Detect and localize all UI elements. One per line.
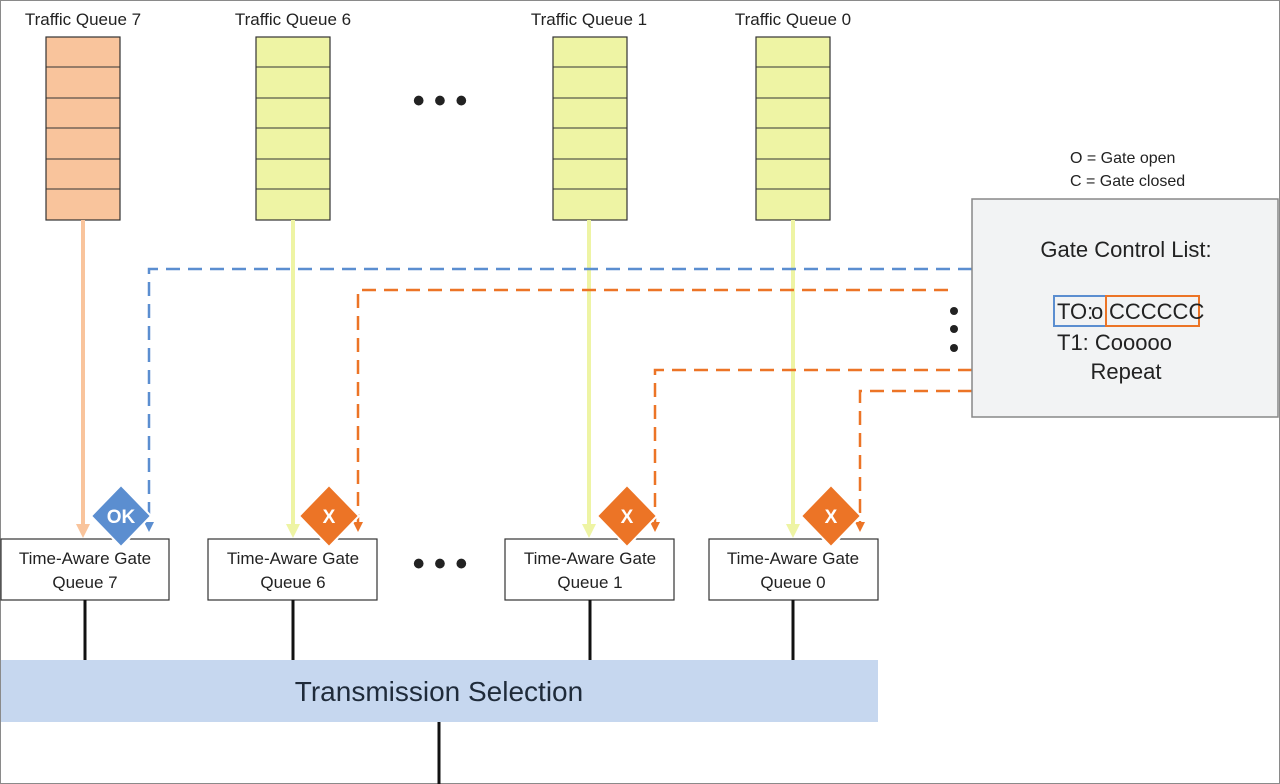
queue-0-flow-arrow [786,220,800,538]
gcl-t0-open: o [1091,299,1103,324]
gate-queue-6-badge-text: X [323,507,336,528]
gate-queue-6-closed-badge: X [297,483,361,549]
gate-ellipsis: • • • [413,545,468,583]
queue-0-buffer [755,36,831,221]
gate-queue-7-ok-badge: OK [89,483,153,549]
gate-queue-7-badge-text: OK [107,507,136,528]
gate-queue-0-line2: Queue 0 [760,573,825,592]
gcl-t0-closed: CCCCCC [1109,299,1204,324]
control-list-ellipsis [950,307,958,352]
queue-6-buffer [255,36,331,221]
gate-queue-6-line1: Time-Aware Gate [227,549,359,568]
control-line-queue-6 [353,288,948,532]
queue-0-title: Traffic Queue 0 [735,10,851,29]
transmission-selection-label: Transmission Selection [295,676,583,707]
legend-closed: C = Gate closed [1070,173,1185,190]
queue-1-title: Traffic Queue 1 [531,10,647,29]
gate-queue-1-badge-text: X [621,507,634,528]
gate-queue-0-line1: Time-Aware Gate [727,549,859,568]
gate-queue-7-line1: Time-Aware Gate [19,549,151,568]
queue-6-title: Traffic Queue 6 [235,10,351,29]
gate-queue-6: Time-Aware Gate Queue 6 [207,538,378,601]
gate-connectors [83,600,795,660]
gate-queue-7: Time-Aware Gate Queue 7 [0,538,170,601]
queue-ellipsis: • • • [413,82,468,120]
gcl-t1: T1: Cooooo [1057,330,1172,355]
control-line-queue-7 [144,267,972,532]
gcl-repeat: Repeat [1091,359,1162,384]
queue-1-buffer [552,36,628,221]
queue-7-flow-arrow [76,220,90,538]
gate-queue-0-badge-text: X [825,507,838,528]
gate-queue-1-line2: Queue 1 [557,573,622,592]
queue-7-title: Traffic Queue 7 [25,10,141,29]
gate-control-list: Gate Control List: TO: o CCCCCC T1: Cooo… [971,198,1279,418]
gcl-t0-prefix: TO: [1057,299,1093,324]
gate-queue-1: Time-Aware Gate Queue 1 [504,538,675,601]
control-line-queue-1 [650,368,972,532]
transmission-selection: Transmission Selection [1,660,878,722]
gate-queue-1-closed-badge: X [595,483,659,549]
gate-queue-7-line2: Queue 7 [52,573,117,592]
queue-6-flow-arrow [286,220,300,538]
gate-control-list-title: Gate Control List: [1040,237,1211,262]
gate-queue-0-closed-badge: X [799,483,863,549]
control-line-queue-0 [855,389,972,532]
gate-queue-6-line2: Queue 6 [260,573,325,592]
queue-1-flow-arrow [582,220,596,538]
gate-queue-0: Time-Aware Gate Queue 0 [708,538,879,601]
legend-open: O = Gate open [1070,150,1175,167]
gate-queue-1-line1: Time-Aware Gate [524,549,656,568]
queue-7-buffer [45,36,121,221]
